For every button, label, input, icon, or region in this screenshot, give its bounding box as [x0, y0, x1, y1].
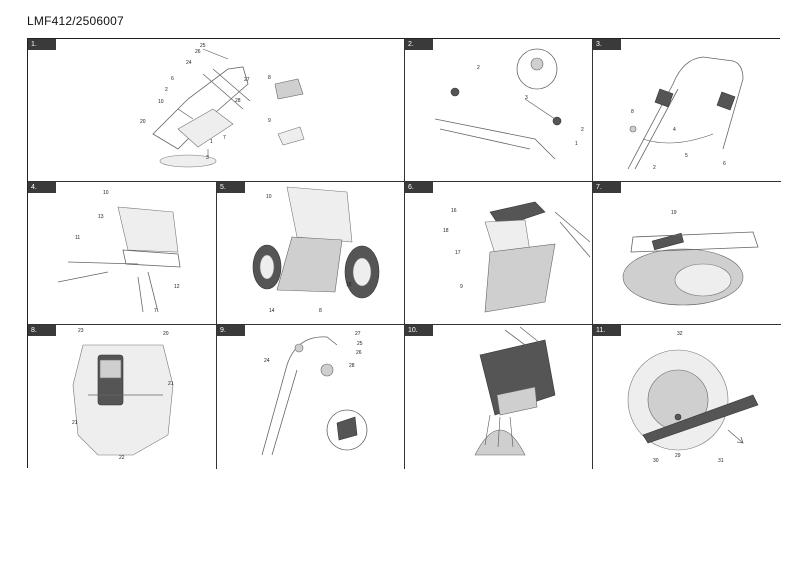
callout: 21 [72, 420, 78, 426]
step-label: 6. [405, 182, 433, 193]
assembly-illustration [474, 326, 556, 456]
panel-11: 11. 32 30 29 31 [593, 325, 781, 469]
panel-5: 5. 10 15 14 8 [217, 182, 405, 325]
callout: 2 [581, 127, 584, 133]
callout: 28 [349, 363, 355, 369]
step-label: 4. [28, 182, 56, 193]
callout: 1 [575, 141, 578, 147]
callout: 15 [346, 282, 352, 288]
callout: 11 [75, 235, 80, 241]
assembly-illustration: 27 25 26 24 28 [261, 331, 368, 456]
callout: 10 [103, 190, 109, 196]
callout: 22 [119, 455, 125, 461]
step-label: 3. [593, 39, 621, 50]
callout: 14 [269, 308, 275, 314]
assembly-illustration: 16 18 17 9 [443, 201, 591, 313]
callout: 2 [653, 165, 656, 171]
assembly-illustration: 2 3 2 1 [434, 48, 584, 160]
callout: 7 [154, 308, 157, 314]
callout: 32 [677, 331, 683, 337]
callout: 3 [206, 155, 209, 161]
callout: 25 [200, 43, 206, 49]
callout: 18 [443, 228, 449, 234]
panel-1: 1. 25 26 24 27 28 8 6 2 10 9 7 1 20 3 [28, 39, 405, 182]
callout: 31 [718, 458, 724, 464]
panel-8: 8. 23 20 21 21 22 [28, 325, 217, 469]
callout: 4 [673, 127, 676, 133]
callout: 8 [631, 109, 634, 115]
callout: 7 [223, 135, 226, 141]
step-label: 7. [593, 182, 621, 193]
panel-3: 3. 8 4 5 6 2 [593, 39, 781, 182]
callout: 6 [171, 76, 174, 82]
callout: 17 [455, 250, 461, 256]
callout: 24 [264, 358, 270, 364]
assembly-illustration: 8 4 5 6 2 [627, 56, 744, 171]
callout: 21 [168, 381, 174, 387]
callout: 6 [723, 161, 726, 167]
callout: 5 [685, 153, 688, 159]
callout: 26 [195, 49, 201, 55]
callout: 16 [451, 208, 457, 214]
callout: 8 [319, 308, 322, 314]
panel-10: 10. [405, 325, 593, 469]
step-label: 11. [593, 325, 621, 336]
callout: 26 [356, 350, 362, 356]
step-label: 8. [28, 325, 56, 336]
callout: 8 [268, 75, 271, 81]
assembly-illustration: 23 20 21 21 22 [72, 328, 174, 461]
step-label: 10. [405, 325, 433, 336]
step-label: 5. [217, 182, 245, 193]
document-title: LMF412/2506007 [27, 14, 124, 28]
callout: 29 [675, 453, 681, 459]
panel-9: 9. 27 25 26 24 28 [217, 325, 405, 469]
panel-2: 2. 2 3 2 1 [405, 39, 593, 182]
step-label: 1. [28, 39, 56, 50]
callout: 13 [98, 214, 104, 220]
callout: 23 [78, 328, 84, 334]
instruction-grid: 1. 25 26 24 27 28 8 6 2 10 9 7 1 20 3 [27, 38, 781, 469]
callout: 19 [671, 210, 677, 216]
callout: 10 [266, 194, 272, 200]
callout: 3 [525, 95, 528, 101]
panel-4: 4. 10 13 11 12 7 [28, 182, 217, 325]
assembly-illustration: 32 30 29 31 [627, 331, 759, 464]
callout: 10 [158, 99, 164, 105]
assembly-illustration: 19 [622, 210, 759, 306]
callout: 25 [357, 341, 363, 347]
callout: 20 [163, 331, 169, 337]
callout: 24 [186, 60, 192, 66]
callout: 12 [174, 284, 180, 290]
callout: 1 [210, 139, 213, 145]
callout: 9 [268, 118, 271, 124]
panel-6: 6. 16 18 17 9 [405, 182, 593, 325]
assembly-illustration: 25 26 24 27 28 8 6 2 10 9 7 1 20 3 [140, 43, 305, 168]
callout: 27 [355, 331, 361, 337]
step-label: 2. [405, 39, 433, 50]
panel-7: 7. 19 [593, 182, 781, 325]
callout: 2 [477, 65, 480, 71]
step-label: 9. [217, 325, 245, 336]
callout: 28 [235, 98, 241, 104]
assembly-illustration: 10 13 11 12 7 [57, 190, 181, 314]
callout: 20 [140, 119, 146, 125]
callout: 9 [460, 284, 463, 290]
assembly-illustration: 10 15 14 8 [252, 186, 380, 314]
callout: 27 [244, 77, 250, 83]
callout: 2 [165, 87, 168, 93]
callout: 30 [653, 458, 659, 464]
